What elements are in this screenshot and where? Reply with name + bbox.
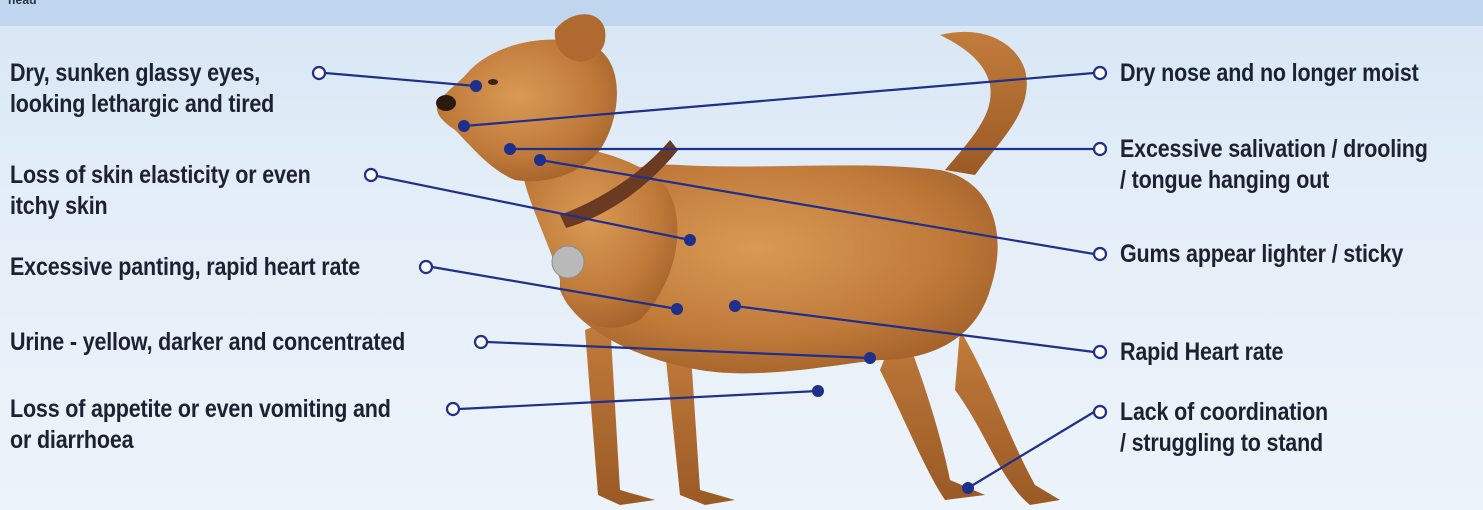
label-gums-line-1: Gums appear lighter / sticky: [1120, 239, 1403, 270]
label-heart-line-1: Rapid Heart rate: [1120, 337, 1283, 368]
label-coordination-line-1: Lack of coordination: [1120, 397, 1328, 428]
label-gums: Gums appear lighter / sticky: [1120, 239, 1403, 270]
dog-collar-tag: [552, 246, 584, 278]
label-heart: Rapid Heart rate: [1120, 337, 1283, 368]
ring-nose: [1094, 67, 1106, 79]
label-salivation: Excessive salivation / drooling / tongue…: [1120, 134, 1428, 196]
anchor-dot-urine: [864, 352, 876, 364]
label-salivation-line-1: Excessive salivation / drooling: [1120, 134, 1428, 165]
ring-salivation: [1094, 143, 1106, 155]
anchor-dot-heart: [729, 300, 741, 312]
dog-illustration: [436, 14, 1060, 505]
dog-tail: [940, 32, 1027, 175]
ring-eyes: [313, 67, 325, 79]
label-appetite-line-1: Loss of appetite or even vomiting and: [10, 394, 391, 425]
label-urine: Urine - yellow, darker and concentrated: [10, 327, 405, 358]
label-nose: Dry nose and no longer moist: [1120, 58, 1419, 89]
dog-hind-leg-back: [955, 330, 1060, 505]
label-eyes-line-1: Dry, sunken glassy eyes,: [10, 58, 274, 89]
anchor-dot-gums: [534, 154, 546, 166]
ring-heart: [1094, 346, 1106, 358]
ring-appetite: [447, 403, 459, 415]
dog-nose: [436, 95, 456, 111]
anchor-dot-coordination: [962, 482, 974, 494]
label-panting-line-1: Excessive panting, rapid heart rate: [10, 252, 360, 283]
leader-line-appetite: [459, 391, 818, 409]
label-urine-line-1: Urine - yellow, darker and concentrated: [10, 327, 405, 358]
anchor-dot-salivation: [504, 143, 516, 155]
label-eyes-line-2: looking lethargic and tired: [10, 89, 274, 120]
label-coordination: Lack of coordination / struggling to sta…: [1120, 397, 1328, 459]
label-eyes: Dry, sunken glassy eyes, looking letharg…: [10, 58, 274, 120]
label-skin-line-2: itchy skin: [10, 191, 311, 222]
leader-line-eyes: [325, 73, 476, 86]
label-skin: Loss of skin elasticity or even itchy sk…: [10, 160, 311, 222]
label-coordination-line-2: / struggling to stand: [1120, 428, 1328, 459]
label-appetite-line-2: or diarrhoea: [10, 425, 391, 456]
dog-eye: [488, 79, 498, 85]
dog-head: [437, 40, 617, 182]
label-salivation-line-2: / tongue hanging out: [1120, 165, 1428, 196]
ring-skin: [365, 169, 377, 181]
anchor-dot-eyes: [470, 80, 482, 92]
ring-gums: [1094, 248, 1106, 260]
anchor-dot-appetite: [812, 385, 824, 397]
ring-urine: [475, 336, 487, 348]
label-nose-line-1: Dry nose and no longer moist: [1120, 58, 1419, 89]
anchor-dot-skin: [684, 234, 696, 246]
ring-coordination: [1094, 406, 1106, 418]
anchor-dot-panting: [671, 303, 683, 315]
anchor-dot-nose: [458, 120, 470, 132]
label-panting: Excessive panting, rapid heart rate: [10, 252, 360, 283]
ring-panting: [420, 261, 432, 273]
label-appetite: Loss of appetite or even vomiting and or…: [10, 394, 391, 456]
label-skin-line-1: Loss of skin elasticity or even: [10, 160, 311, 191]
